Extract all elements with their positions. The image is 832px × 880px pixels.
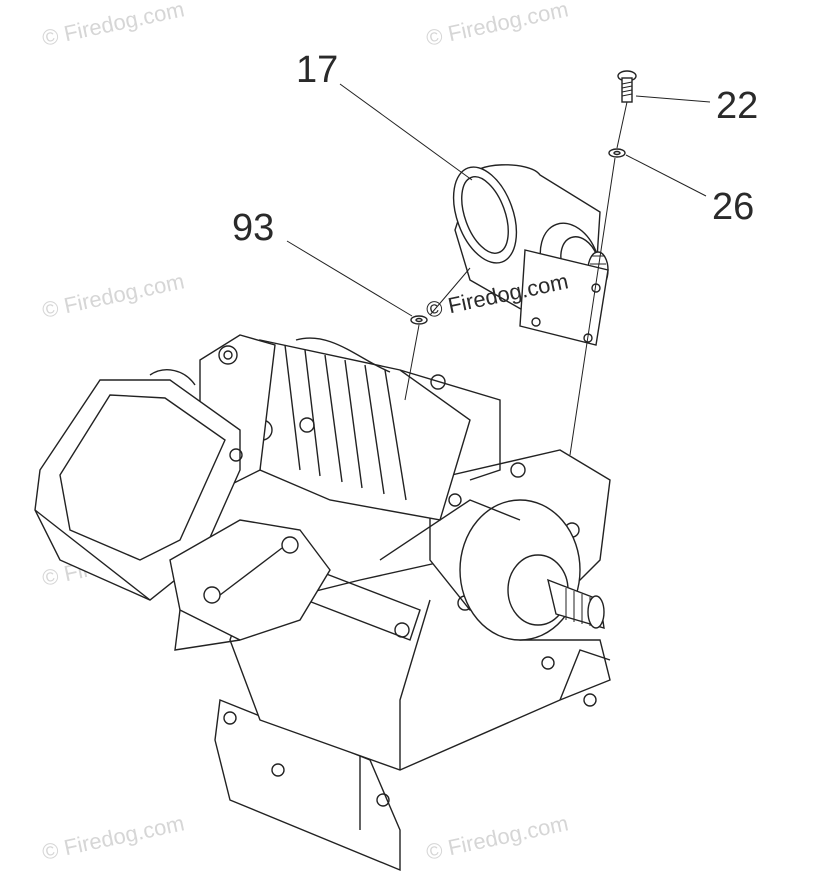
watermark: © Firedog.com — [40, 0, 187, 51]
callout-22: 22 — [716, 85, 758, 127]
callouts: 17 22 26 93 — [232, 49, 758, 249]
callout-17: 17 — [296, 49, 338, 91]
washer-93-hole — [415, 317, 423, 323]
leader-22 — [635, 95, 711, 103]
engine-block — [34, 334, 611, 872]
bolt-22 — [617, 70, 637, 103]
callout-26: 26 — [712, 186, 754, 228]
leader-26 — [625, 154, 707, 197]
leader-lines — [286, 83, 711, 317]
watermark: © Firedog.com — [40, 810, 187, 865]
washer-26-hole — [613, 150, 621, 156]
watermark: © Firedog.com — [424, 0, 571, 51]
leader-17 — [339, 83, 473, 181]
assembly-lines — [404, 101, 628, 456]
watermark: © Firedog.com — [424, 810, 571, 865]
washer-26 — [608, 148, 626, 158]
watermark: © Firedog.com — [40, 268, 187, 323]
leader-93 — [286, 240, 413, 317]
callout-93: 93 — [232, 207, 274, 249]
starter-motor — [452, 164, 609, 346]
washer-93 — [410, 315, 428, 325]
